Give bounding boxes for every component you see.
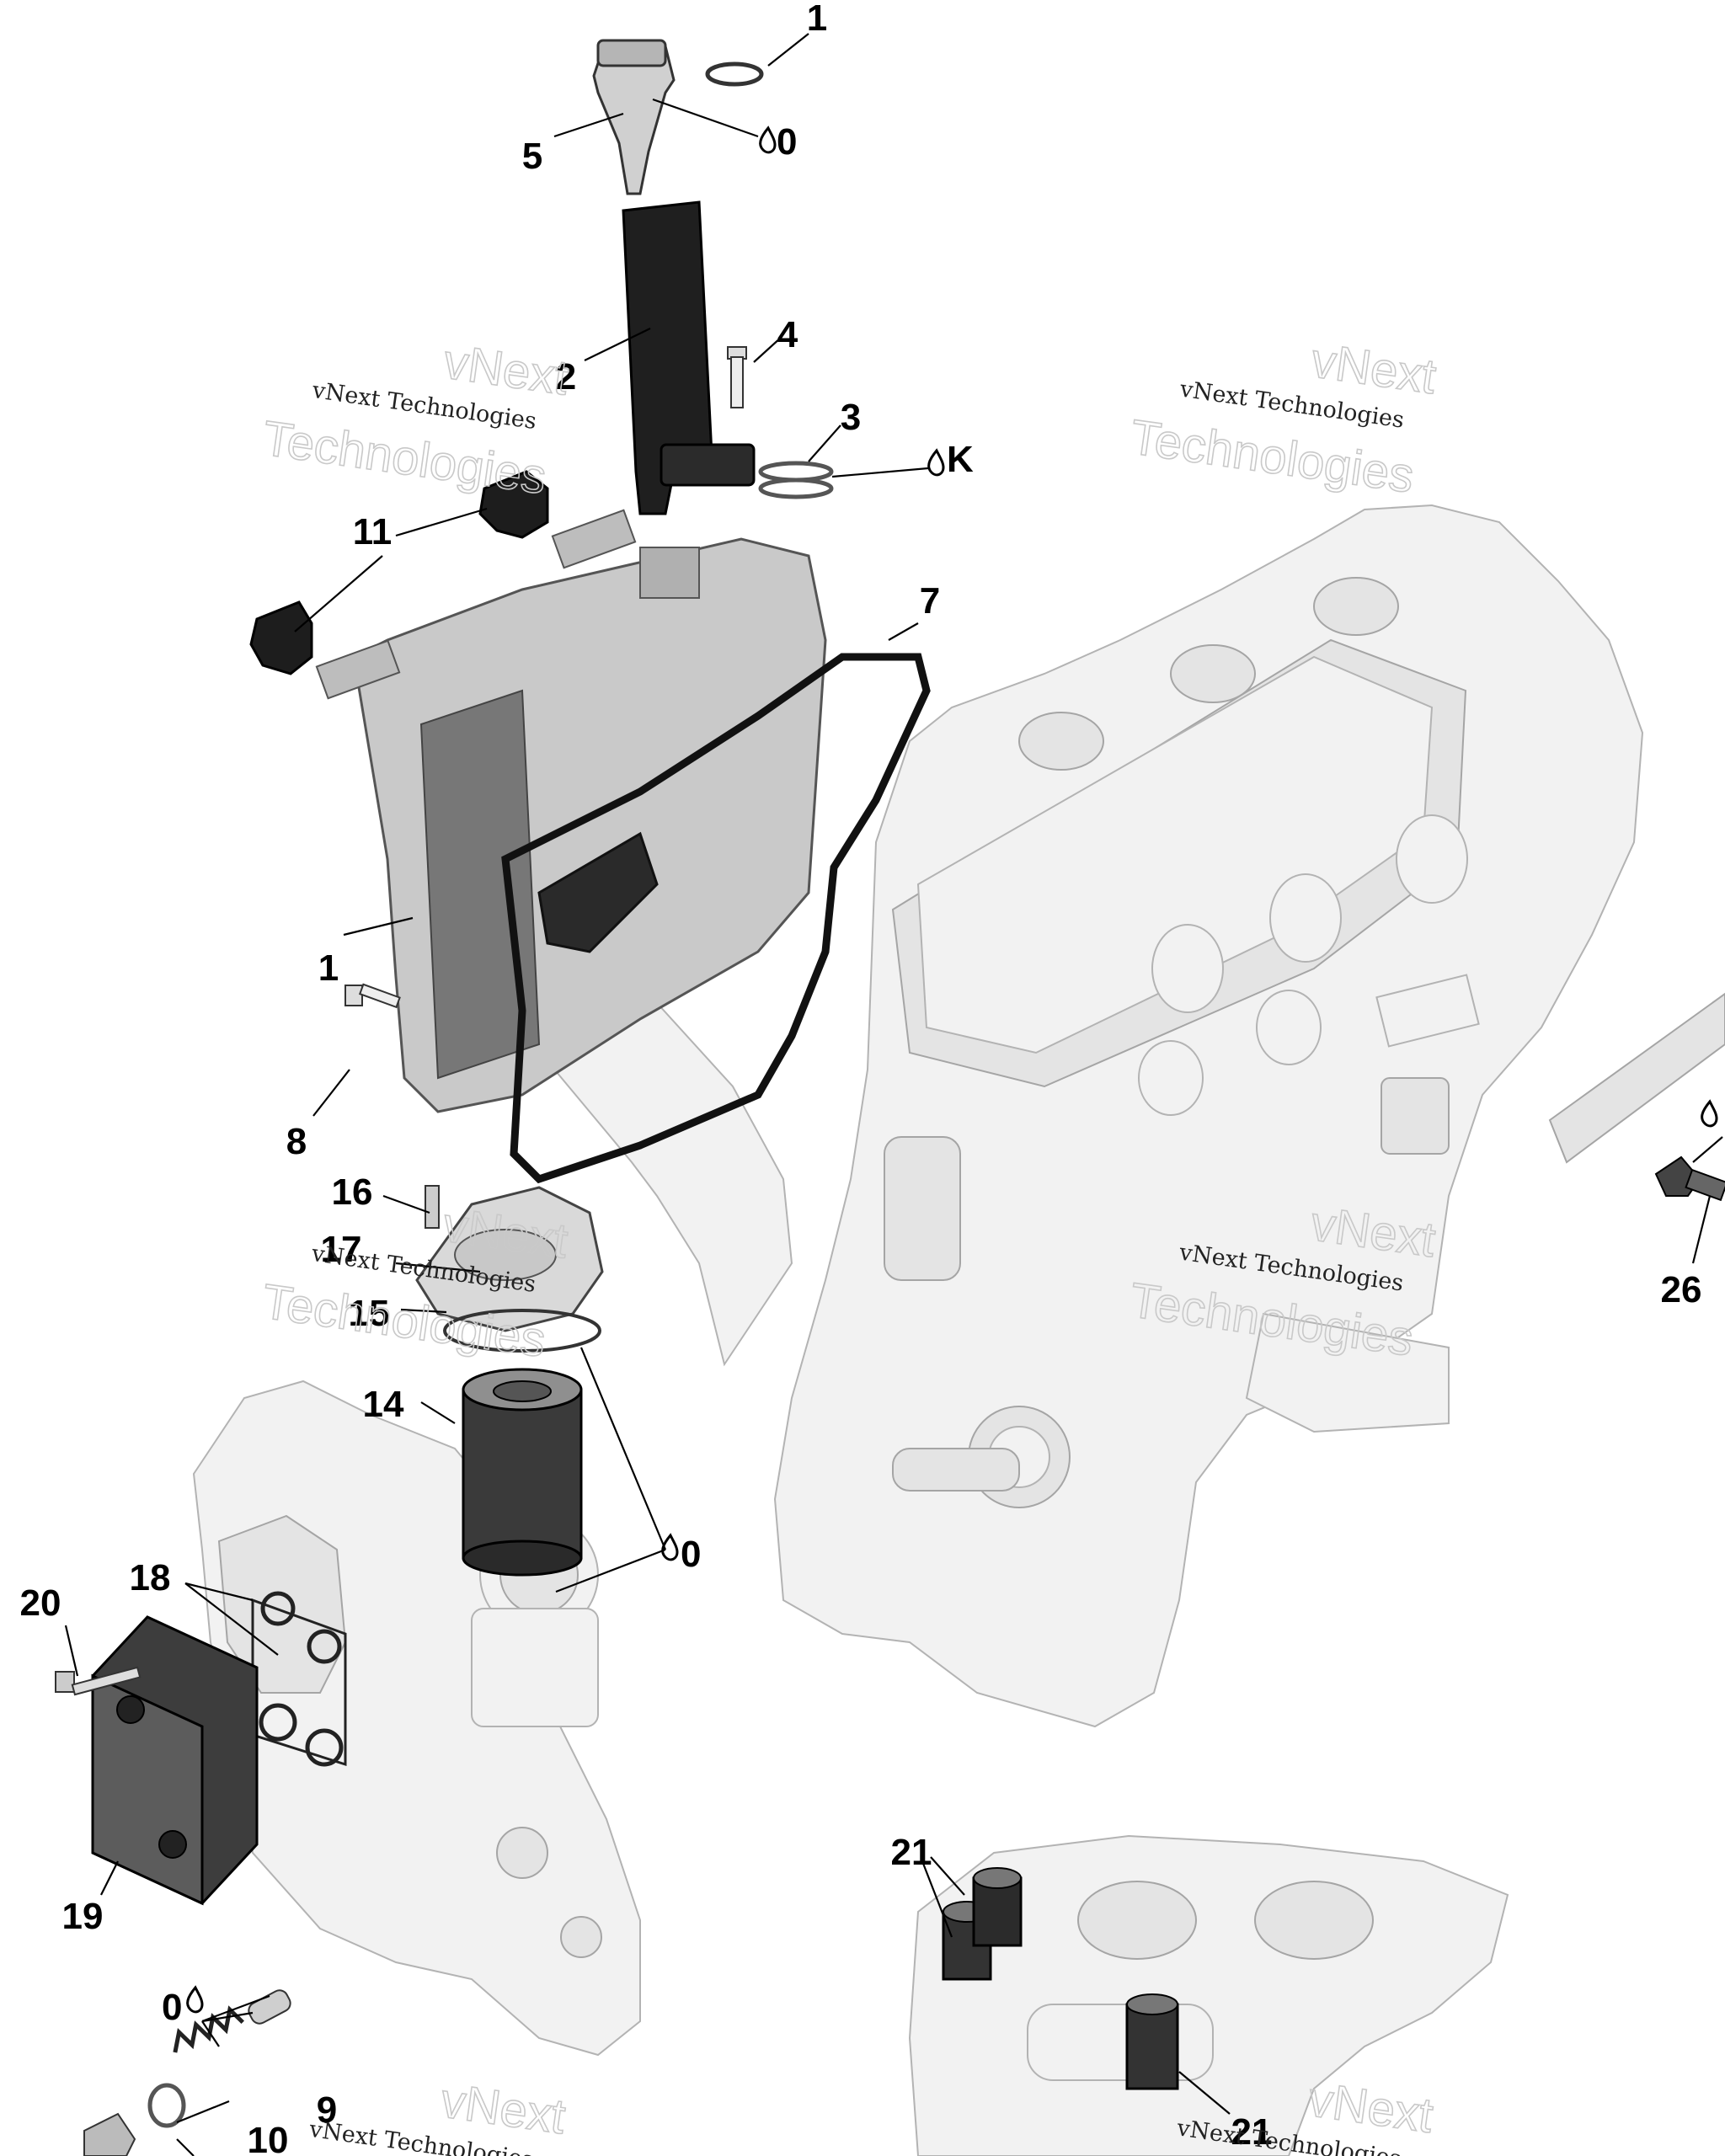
k-marker-label: K [947,439,974,480]
callout-21-b: 21 [1231,2111,1273,2153]
callout-26: 26 [1661,1269,1702,1310]
callout-19: 19 [62,1896,104,1937]
callout-5: 5 [522,136,542,177]
cover-part-1 [315,509,827,1113]
oil-pan-ghost [908,1834,1509,2156]
watermark: vNext Technologies vNext Technologies [1126,332,1439,504]
watermark: vNext Technologies vNext Technologies [259,334,572,505]
callout-3: 3 [841,397,861,438]
callout-15: 15 [349,1293,390,1334]
callout-18: 18 [130,1557,171,1598]
svg-text:vNext: vNext [441,334,572,406]
washer-part-11 [147,2083,186,2128]
intake-manifold-ghost [537,967,793,1367]
callout-8: 8 [286,1121,307,1162]
o-ring-part-3 [758,461,834,499]
callout-17: 17 [321,1229,362,1270]
gasket-window-part-7 [537,831,659,953]
oil-marker-label: 0 [162,1987,182,2028]
oil-drop-icon [186,1985,204,2014]
oil-drop-icon [759,125,777,154]
oil-cooler-part-19 [91,1615,259,1906]
svg-text:vNext: vNext [437,2073,569,2144]
callout-1: 1 [318,947,339,989]
callout-14: 14 [363,1384,404,1425]
bolt-part-20 [55,1666,142,1696]
oil-drop-icon [1701,1099,1718,1128]
oil-drop-icon [661,1533,679,1561]
watermark: vNext Technologies vNext Technologies [1126,1195,1439,1367]
screw-part-8 [344,983,401,1009]
callout-11: 10 [248,2120,289,2156]
callout-9: 11 [353,511,393,552]
o-ring-part-15 [443,1309,601,1353]
svg-text:vNext: vNext [1308,333,1439,404]
plug-part-11 [83,2112,136,2156]
grommet-part-9 [249,470,549,675]
callout-7: 7 [920,580,940,622]
callout-numbers: 1 5 4 2 3 11 7 1 8 16 17 15 14 18 20 19 … [20,0,1702,2156]
filter-cover-part-17 [415,1185,604,1332]
callout-21: 21 [891,1832,932,1873]
strainer-part-21 [942,1867,1179,2090]
callout-10: 9 [317,2089,337,2131]
dipstick-part-5 [592,39,676,195]
o-ring-part-6 [705,61,764,87]
screw-part-4 [727,346,747,408]
filler-tube-part-2 [622,200,756,515]
oil-marker-label: 0 [681,1534,701,1575]
callout-4: 4 [777,314,798,355]
oil-filter-part-14 [462,1368,583,1577]
leader-lines [64,33,1723,2156]
oil-housing-ghost [192,1380,641,2057]
callout-2: 2 [556,356,576,398]
oil-marker-label: 0 [777,121,797,163]
engine-block-ghost [773,504,1725,1728]
watermark: vNext vNext Technologies [307,2073,569,2156]
callout-16: 16 [332,1171,373,1213]
sensor-part-26 [1654,1155,1725,1202]
callout-6: 1 [807,0,827,39]
gasket-part-7 [501,653,931,1184]
callout-20: 20 [20,1582,61,1624]
oil-drop-icon [927,448,945,477]
svg-text:vNext: vNext [1305,2072,1436,2143]
plunger-part-10 [248,1989,291,2025]
